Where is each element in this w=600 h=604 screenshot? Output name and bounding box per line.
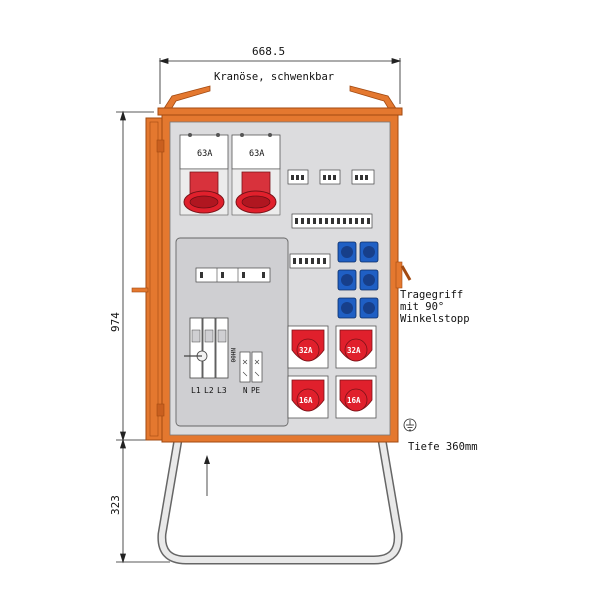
depth-label: Tiefe 360mm <box>408 441 478 453</box>
entry-arrow <box>204 455 210 496</box>
cee-32a-left[interactable]: 32A <box>287 325 329 369</box>
main-switch-nh00[interactable]: NH00 <box>184 317 236 379</box>
main-switch-label: NH00 <box>229 348 236 363</box>
stand-height-label: 323 <box>109 495 122 515</box>
door-hinge-top <box>156 139 165 153</box>
cee-32a-right[interactable]: 32A <box>335 325 377 369</box>
cee-16a-right-label: 16A <box>347 396 361 405</box>
cee-16a-left[interactable]: 16A <box>287 375 329 419</box>
schuko-socket-3[interactable] <box>337 269 357 291</box>
terminal-label-n: N <box>243 386 248 395</box>
schuko-socket-2[interactable] <box>359 241 379 263</box>
cee-63a-right[interactable]: 63A <box>231 133 281 216</box>
crane-eye-label: Kranöse, schwenkbar <box>214 71 334 83</box>
phase-label-l1: L1 <box>191 386 201 395</box>
schuko-socket-4[interactable] <box>359 269 379 291</box>
cabinet-door <box>145 117 163 441</box>
ground-symbol-icon <box>403 418 417 432</box>
cee-32a-right-label: 32A <box>347 346 361 355</box>
breaker-group-top-2[interactable] <box>319 169 341 185</box>
cabinet-roof <box>157 107 403 116</box>
cee-16a-right[interactable]: 16A <box>335 375 377 419</box>
terminal-label-pe: PE <box>251 386 261 395</box>
schuko-socket-5[interactable] <box>337 297 357 319</box>
breaker-group-top-3[interactable] <box>351 169 375 185</box>
stand-frame <box>157 439 403 565</box>
width-dimension <box>158 57 402 104</box>
cee-16a-left-label: 16A <box>299 396 313 405</box>
n-pe-terminals <box>239 351 263 383</box>
door-hinge-bottom <box>156 403 165 417</box>
handle-label-line1: Tragegriff <box>400 289 463 301</box>
width-dimension-label: 668.5 <box>252 45 285 58</box>
crane-eye-right <box>349 85 398 112</box>
handle-label-line3: Winkelstopp <box>400 313 470 325</box>
breaker-group-mid[interactable] <box>289 253 331 269</box>
phase-label-l2: L2 <box>204 386 214 395</box>
height-dimension <box>116 110 170 564</box>
carry-handle-right <box>395 261 412 289</box>
phase-label-l3: L3 <box>217 386 227 395</box>
cabinet-height-label: 974 <box>109 312 122 332</box>
cee-32a-left-label: 32A <box>299 346 313 355</box>
breaker-group-cover[interactable] <box>195 267 271 283</box>
handle-label-line2: mit 90° <box>400 301 444 313</box>
cee-63a-left-label: 63A <box>197 149 212 159</box>
breaker-rail[interactable] <box>291 213 373 229</box>
schuko-socket-1[interactable] <box>337 241 357 263</box>
breaker-group-top-1[interactable] <box>287 169 309 185</box>
carry-handle-left <box>131 287 149 293</box>
crane-eye-left <box>162 85 211 112</box>
cee-63a-right-label: 63A <box>249 149 264 159</box>
schuko-socket-6[interactable] <box>359 297 379 319</box>
cee-63a-left[interactable]: 63A <box>179 133 229 216</box>
